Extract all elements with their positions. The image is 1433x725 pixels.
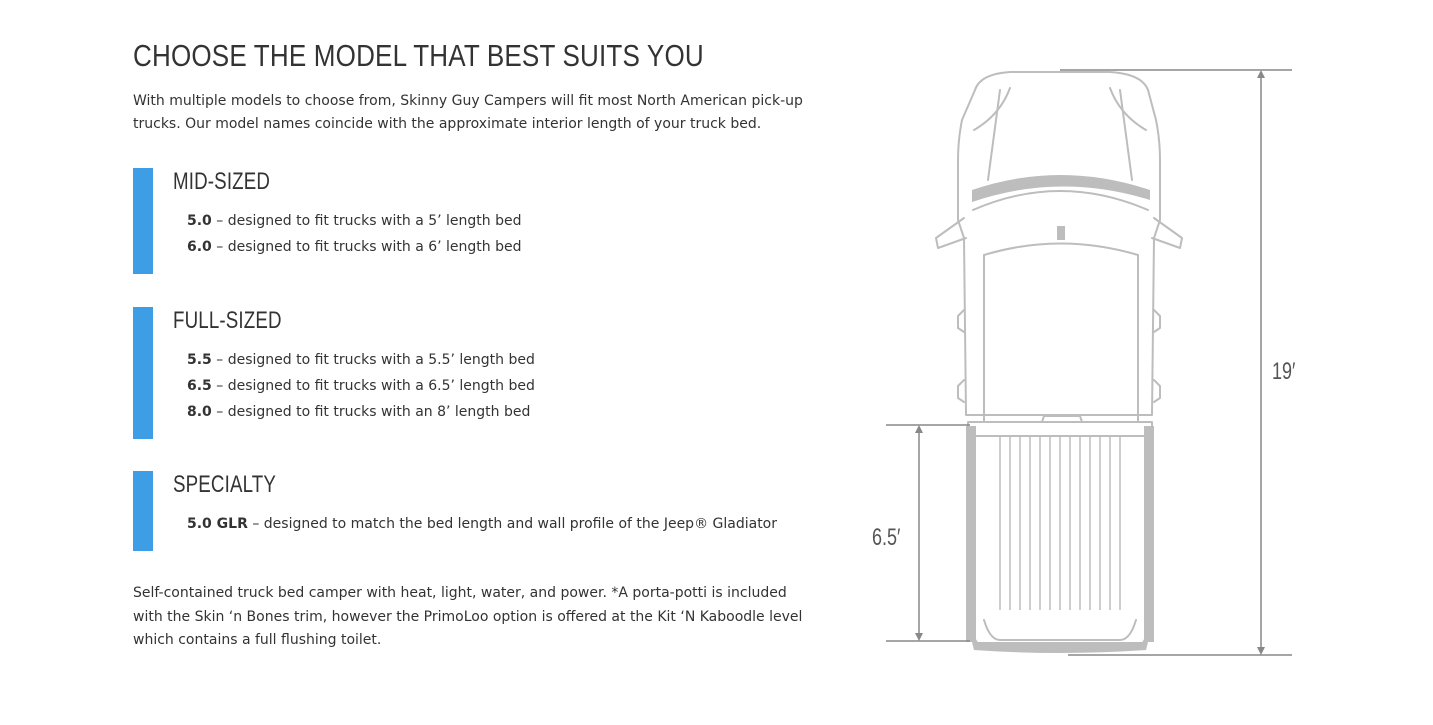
model-list: 5.5 – designed to fit trucks with a 5.5’…: [187, 347, 535, 425]
model-name: 8.0: [187, 404, 212, 420]
group-title: SPECIALTY: [173, 471, 277, 498]
footnote-text: Self-contained truck bed camper with hea…: [133, 585, 803, 648]
truck-top-view-illustration: [886, 69, 1292, 656]
model-group-specialty: SPECIALTY 5.0 GLR – designed to match th…: [133, 471, 803, 551]
model-name: 5.0 GLR: [187, 516, 248, 532]
list-item: 5.0 GLR – designed to match the bed leng…: [187, 511, 777, 537]
model-list: 5.0 – designed to fit trucks with a 5’ l…: [187, 208, 522, 260]
page-title: CHOOSE THE MODEL THAT BEST SUITS YOU: [133, 38, 704, 73]
model-description: – designed to fit trucks with a 5’ lengt…: [211, 213, 522, 229]
group-title: FULL-SIZED: [173, 307, 282, 334]
model-name: 6.0: [187, 239, 212, 255]
list-item: 5.5 – designed to fit trucks with a 5.5’…: [187, 347, 535, 373]
bed-length-label: 6.5′: [872, 524, 901, 551]
accent-bar: [133, 471, 153, 551]
model-description: – designed to fit trucks with a 5.5’ len…: [211, 352, 535, 368]
model-name: 5.0: [187, 213, 212, 229]
accent-bar: [133, 307, 153, 439]
model-name: 6.5: [187, 378, 212, 394]
total-length-label: 19′: [1272, 358, 1296, 385]
model-group-full-sized: FULL-SIZED 5.5 – designed to fit trucks …: [133, 307, 803, 439]
model-description: – designed to fit trucks with a 6.5’ len…: [211, 378, 535, 394]
model-description: – designed to fit trucks with an 8’ leng…: [211, 404, 531, 420]
model-list: 5.0 GLR – designed to match the bed leng…: [187, 511, 777, 537]
list-item: 6.0 – designed to fit trucks with a 6’ l…: [187, 234, 522, 260]
model-group-mid-sized: MID-SIZED 5.0 – designed to fit trucks w…: [133, 168, 803, 274]
list-item: 6.5 – designed to fit trucks with a 6.5’…: [187, 373, 535, 399]
truck-dimension-diagram: 19′ 6.5′: [860, 60, 1320, 670]
model-description: – designed to fit trucks with a 6’ lengt…: [211, 239, 522, 255]
list-item: 5.0 – designed to fit trucks with a 5’ l…: [187, 208, 522, 234]
group-title: MID-SIZED: [173, 168, 271, 195]
accent-bar: [133, 168, 153, 274]
model-description: – designed to match the bed length and w…: [247, 516, 778, 532]
list-item: 8.0 – designed to fit trucks with an 8’ …: [187, 399, 535, 425]
model-name: 5.5: [187, 352, 212, 368]
intro-text: With multiple models to choose from, Ski…: [133, 93, 803, 132]
